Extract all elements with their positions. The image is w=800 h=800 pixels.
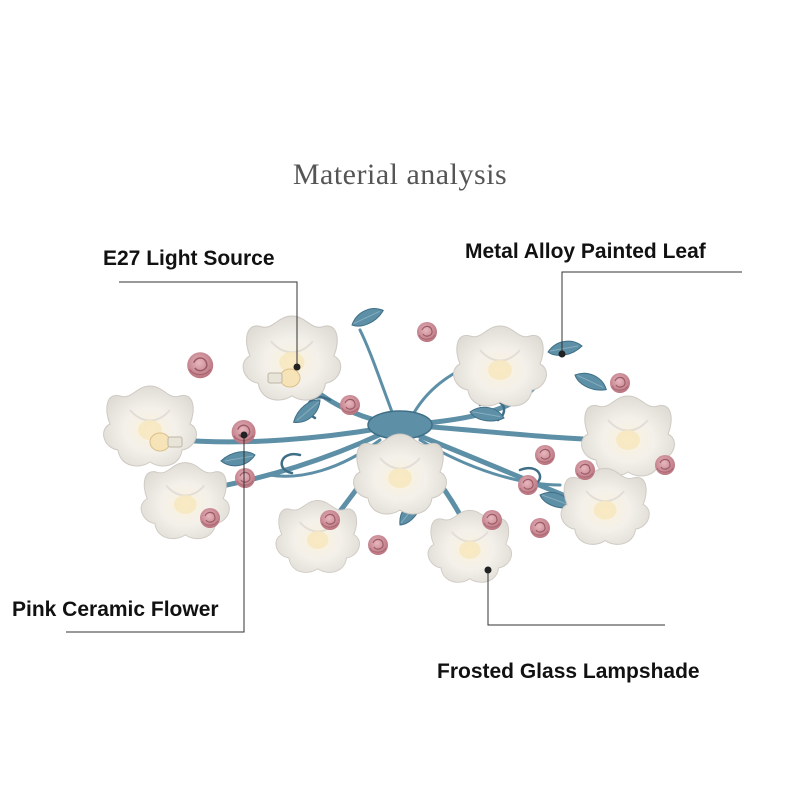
callout-dots xyxy=(240,350,566,574)
callout-lines xyxy=(66,271,742,633)
e27-bulbs xyxy=(149,368,301,452)
label-glass-lampshade: Frosted Glass Lampshade xyxy=(437,660,700,683)
label-ceramic-flower: Pink Ceramic Flower xyxy=(12,598,219,621)
label-metal-leaf: Metal Alloy Painted Leaf xyxy=(465,240,706,263)
glass-lampshades xyxy=(102,314,676,584)
label-light-source: E27 Light Source xyxy=(103,247,275,270)
page-title: Material analysis xyxy=(292,158,508,191)
